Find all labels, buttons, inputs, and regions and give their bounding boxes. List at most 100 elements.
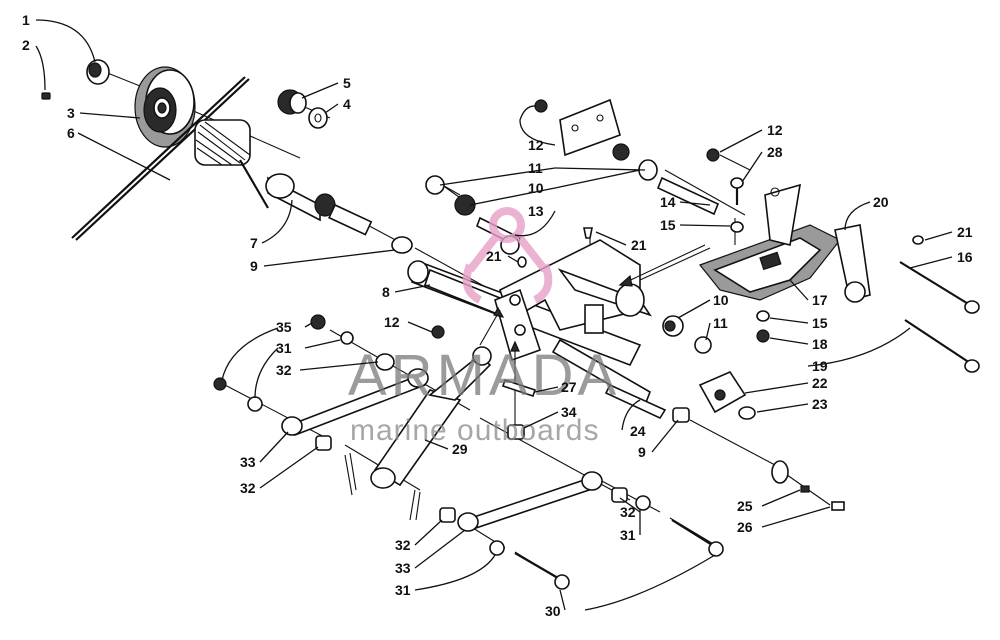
part-3-idler-wheel bbox=[134, 66, 196, 148]
callout-16: 16 bbox=[957, 249, 973, 265]
part-35-nut bbox=[213, 314, 326, 391]
callout-12-lower: 12 bbox=[384, 314, 400, 330]
part-31-washer-upper bbox=[247, 331, 354, 412]
callout-6: 6 bbox=[67, 125, 75, 141]
callout-8: 8 bbox=[382, 284, 390, 300]
callout-35: 35 bbox=[276, 319, 292, 335]
part-lower-link bbox=[457, 471, 603, 532]
part-9-bushing-lower bbox=[672, 407, 690, 423]
part-34-spacer bbox=[507, 424, 525, 440]
part-6-rod bbox=[71, 76, 250, 241]
leader-lines bbox=[35, 19, 953, 611]
part-12-upper-plate bbox=[534, 98, 630, 161]
callout-5: 5 bbox=[343, 75, 351, 91]
part-spring-coil bbox=[194, 119, 269, 209]
part-22-bracket bbox=[698, 370, 747, 414]
callout-32-upper: 32 bbox=[276, 362, 292, 378]
part-27-bolt bbox=[501, 378, 537, 398]
callout-24: 24 bbox=[630, 423, 646, 439]
callout-9-lower: 9 bbox=[638, 444, 646, 460]
callout-15-lower: 15 bbox=[812, 315, 828, 331]
callout-10-upper: 10 bbox=[528, 180, 544, 196]
callout-13: 13 bbox=[528, 203, 544, 219]
part-28-bolt bbox=[730, 177, 744, 205]
part-31-washer-lower bbox=[489, 495, 651, 556]
callout-17: 17 bbox=[812, 292, 828, 308]
callout-9-upper: 9 bbox=[250, 258, 258, 274]
callout-22: 22 bbox=[812, 375, 828, 391]
part-32-bushing-lower bbox=[439, 487, 628, 523]
callout-27: 27 bbox=[561, 379, 577, 395]
part-19-bolt bbox=[904, 319, 980, 373]
callout-32-left: 32 bbox=[240, 480, 256, 496]
callout-1: 1 bbox=[22, 12, 30, 28]
part-5-bushing bbox=[277, 89, 307, 115]
callout-21-left: 21 bbox=[486, 248, 502, 264]
part-15-washer-upper bbox=[730, 221, 744, 233]
part-2-screw bbox=[41, 92, 51, 100]
part-12-nut-lower bbox=[431, 325, 445, 339]
callout-33-upper: 33 bbox=[240, 454, 256, 470]
part-7-sleeve bbox=[265, 173, 373, 236]
callout-23: 23 bbox=[812, 396, 828, 412]
part-11-bushing-lower bbox=[694, 336, 712, 354]
callout-12-upper: 12 bbox=[528, 137, 544, 153]
part-9-bushing-upper bbox=[391, 236, 413, 254]
part-20-arm bbox=[834, 224, 871, 303]
callout-numbers: 1 2 3 6 5 4 7 9 8 12 11 10 13 14 15 21 2… bbox=[22, 12, 973, 619]
callout-11-lower: 11 bbox=[713, 315, 728, 331]
watermark-brand: ARMADA bbox=[348, 343, 620, 408]
callout-25: 25 bbox=[737, 498, 753, 514]
callout-2: 2 bbox=[22, 37, 30, 53]
callout-14: 14 bbox=[660, 194, 676, 210]
direction-arrow bbox=[479, 244, 706, 365]
part-12-nut-right bbox=[706, 148, 720, 162]
callout-26: 26 bbox=[737, 519, 753, 535]
callout-4: 4 bbox=[343, 96, 351, 112]
part-24-rod bbox=[551, 338, 667, 420]
part-18-nut bbox=[756, 329, 770, 343]
part-25-washer bbox=[800, 485, 810, 493]
callout-12-right: 12 bbox=[767, 122, 783, 138]
callout-33-lower: 33 bbox=[395, 560, 411, 576]
part-29-shock bbox=[370, 346, 492, 489]
part-1-bushing bbox=[86, 59, 110, 85]
part-15-washer-lower bbox=[756, 310, 770, 322]
part-23-washer bbox=[738, 406, 756, 420]
callout-28: 28 bbox=[767, 144, 783, 160]
callout-11-upper: 11 bbox=[528, 160, 543, 176]
part-30-bolts bbox=[514, 519, 724, 590]
callout-10-lower: 10 bbox=[713, 292, 729, 308]
parts bbox=[41, 59, 980, 590]
part-10-bushing-upper bbox=[454, 194, 476, 216]
part-26-bolt bbox=[831, 501, 845, 511]
callout-15-upper: 15 bbox=[660, 217, 676, 233]
callout-31-upper: 31 bbox=[276, 340, 292, 356]
part-4-washer bbox=[308, 107, 328, 129]
callout-31-lower: 31 bbox=[395, 582, 411, 598]
callout-18: 18 bbox=[812, 336, 828, 352]
part-17-rail bbox=[699, 183, 841, 301]
callout-29: 29 bbox=[452, 441, 468, 457]
part-16-bolt bbox=[899, 261, 980, 314]
wrench-propeller-logo bbox=[462, 207, 553, 304]
armada-watermark: ARMADA marine outboards bbox=[348, 207, 620, 447]
callout-30: 30 bbox=[545, 603, 561, 619]
decorative-brush-strokes bbox=[344, 452, 421, 521]
callout-19: 19 bbox=[812, 358, 828, 374]
callout-32-lower: 32 bbox=[395, 537, 411, 553]
callout-32-right: 32 bbox=[620, 504, 636, 520]
callout-34: 34 bbox=[561, 404, 577, 420]
callout-31-right: 31 bbox=[620, 527, 636, 543]
callout-7: 7 bbox=[250, 235, 258, 251]
part-upper-link bbox=[281, 368, 429, 437]
part-21-fittings bbox=[517, 227, 924, 268]
part-center-frame bbox=[494, 239, 652, 362]
callout-3: 3 bbox=[67, 105, 75, 121]
callout-21-center: 21 bbox=[631, 237, 647, 253]
callout-20: 20 bbox=[873, 194, 889, 210]
part-14-pin bbox=[656, 176, 720, 216]
part-10-bushing-lower bbox=[662, 315, 684, 337]
